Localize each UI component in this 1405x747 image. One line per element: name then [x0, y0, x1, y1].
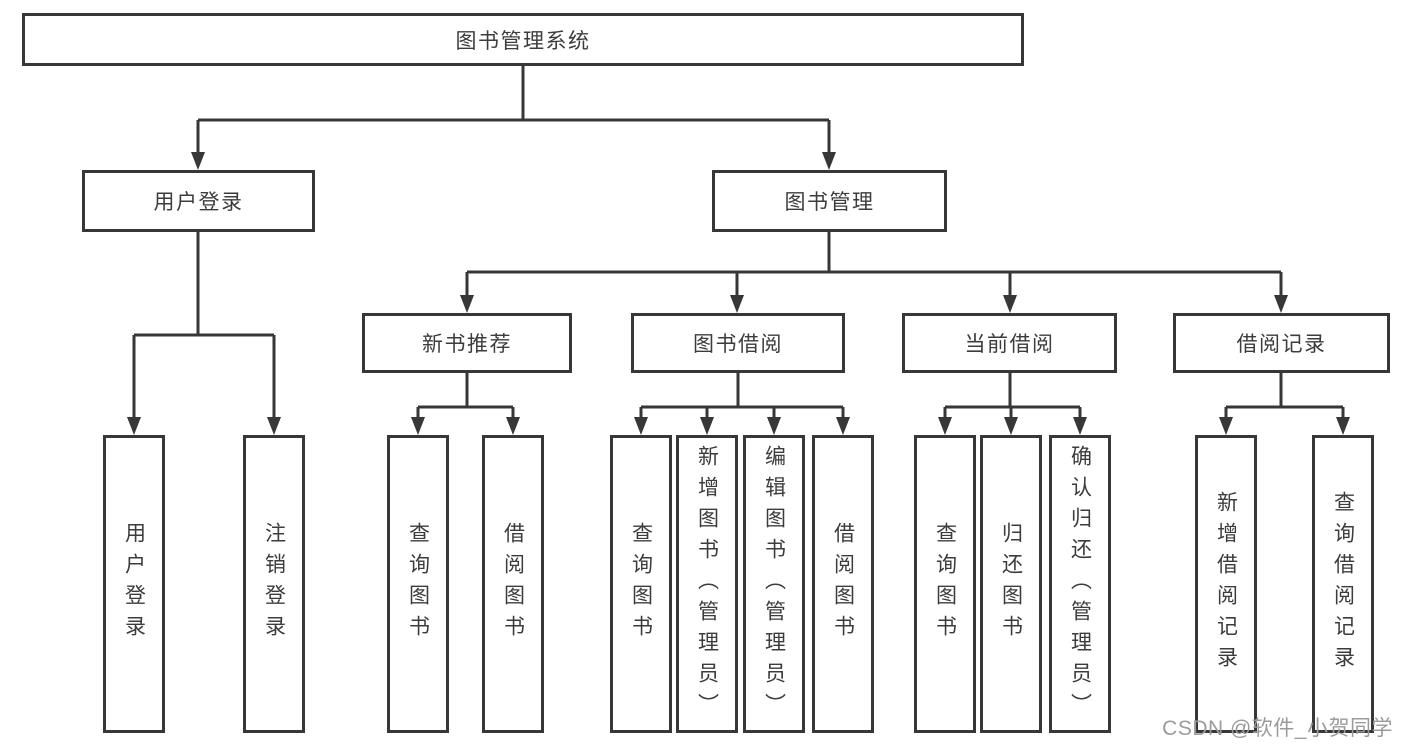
- leaf-edit-books-admin: 编辑图书（管理员）: [743, 435, 805, 733]
- node-book-management-label: 图书管理: [784, 191, 875, 214]
- arrow-icon: [1073, 417, 1087, 435]
- leaf-confirm-return-admin: 确认归还（管理员）: [1049, 435, 1111, 733]
- arrow-icon: [191, 152, 205, 170]
- leaf-logout: 注销登录: [243, 435, 305, 733]
- leaf-borrow-books-recommend: 借阅图书: [482, 435, 544, 733]
- arrow-icon: [1336, 417, 1350, 435]
- leaf-add-books-admin-label: 新增图书（管理员）: [695, 444, 719, 724]
- leaf-logout-label: 注销登录: [262, 522, 286, 646]
- leaf-borrow-books: 借阅图书: [812, 435, 874, 733]
- leaf-borrow-books-recommend-label: 借阅图书: [501, 522, 525, 646]
- leaf-query-books-recommend-label: 查询图书: [406, 522, 430, 646]
- node-book-borrow-label: 图书借阅: [693, 333, 783, 356]
- arrow-icon: [700, 417, 714, 435]
- leaf-query-books-borrow-label: 查询图书: [629, 522, 653, 646]
- leaf-edit-books-admin-label: 编辑图书（管理员）: [762, 444, 786, 724]
- leaf-query-books-current-label: 查询图书: [933, 522, 957, 646]
- node-current-borrow-label: 当前借阅: [964, 333, 1055, 356]
- arrow-icon: [267, 417, 281, 435]
- leaf-user-login: 用户登录: [103, 435, 165, 733]
- leaf-add-borrow-record-label: 新增借阅记录: [1214, 491, 1238, 677]
- node-user-login-label: 用户登录: [153, 191, 244, 214]
- arrow-icon: [822, 152, 836, 170]
- csdn-watermark: CSDN @软件_小贺同学: [1162, 717, 1393, 740]
- arrow-icon: [460, 295, 474, 313]
- node-book-management: 图书管理: [712, 170, 947, 232]
- node-new-book-recommend-label: 新书推荐: [422, 333, 512, 356]
- arrow-icon: [938, 417, 952, 435]
- arrow-icon: [1219, 417, 1233, 435]
- leaf-return-books-label: 归还图书: [999, 522, 1023, 646]
- node-root: 图书管理系统: [22, 13, 1024, 66]
- arrow-icon: [506, 417, 520, 435]
- arrow-icon: [634, 417, 648, 435]
- arrow-icon: [767, 417, 781, 435]
- node-user-login: 用户登录: [82, 170, 315, 232]
- node-current-borrow: 当前借阅: [902, 313, 1117, 373]
- leaf-add-borrow-record: 新增借阅记录: [1195, 435, 1257, 733]
- arrow-icon: [1004, 417, 1018, 435]
- node-new-book-recommend: 新书推荐: [362, 313, 572, 373]
- arrow-icon: [1274, 295, 1288, 313]
- node-book-borrow: 图书借阅: [631, 313, 845, 373]
- node-root-label: 图书管理系统: [455, 29, 591, 53]
- leaf-user-login-label: 用户登录: [122, 522, 146, 646]
- leaf-return-books: 归还图书: [980, 435, 1042, 733]
- arrow-icon: [836, 417, 850, 435]
- node-borrow-records-label: 借阅记录: [1236, 333, 1327, 356]
- leaf-query-borrow-record-label: 查询借阅记录: [1331, 491, 1355, 677]
- node-borrow-records: 借阅记录: [1173, 313, 1390, 373]
- leaf-query-books-current: 查询图书: [914, 435, 976, 733]
- leaf-query-books-borrow: 查询图书: [610, 435, 672, 733]
- leaf-query-borrow-record: 查询借阅记录: [1312, 435, 1374, 733]
- arrow-icon: [411, 417, 425, 435]
- arrow-icon: [1003, 295, 1017, 313]
- arrow-icon: [730, 295, 744, 313]
- leaf-confirm-return-admin-label: 确认归还（管理员）: [1068, 444, 1092, 724]
- leaf-borrow-books-label: 借阅图书: [831, 522, 855, 646]
- arrow-icon: [127, 417, 141, 435]
- leaf-add-books-admin: 新增图书（管理员）: [676, 435, 738, 733]
- leaf-query-books-recommend: 查询图书: [387, 435, 449, 733]
